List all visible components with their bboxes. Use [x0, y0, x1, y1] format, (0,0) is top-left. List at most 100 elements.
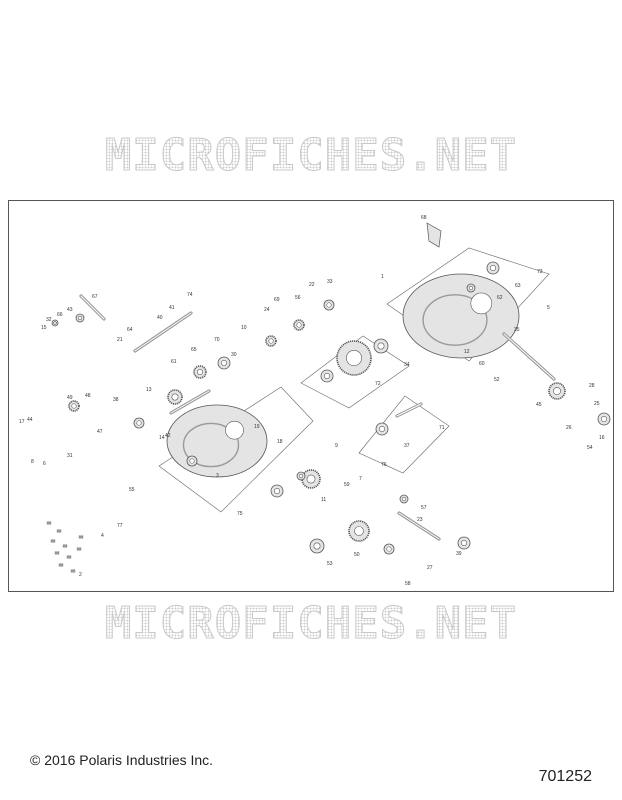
callout-62: 62: [497, 295, 503, 301]
gear-61-bore: [171, 393, 179, 401]
callout-39: 39: [456, 551, 462, 557]
gear-42-bore: [354, 526, 364, 536]
gear-65-bore: [197, 369, 204, 376]
callout-40: 40: [157, 315, 163, 321]
group-bracket-shaft-71: [358, 395, 450, 474]
washer-57-bore: [298, 473, 304, 479]
shaft-27-highlight: [398, 512, 440, 540]
callout-22: 22: [309, 282, 315, 288]
bracket-68: [426, 222, 442, 248]
housing-rear-bore: [470, 292, 493, 315]
shaft-67-highlight: [80, 295, 105, 320]
gear-72-bore: [346, 350, 362, 366]
bolt-6: [66, 555, 72, 559]
bolt-5: [54, 551, 60, 555]
bushing-66-bore: [77, 315, 83, 321]
callout-63: 63: [515, 283, 521, 289]
callout-42: 42: [165, 433, 171, 439]
bolt-4: [62, 544, 68, 548]
callout-37: 37: [404, 443, 410, 449]
ring-37-bore: [378, 426, 385, 433]
shaft-52-highlight: [503, 333, 555, 380]
callout-71: 71: [439, 425, 445, 431]
ring-35-bore: [323, 373, 330, 380]
callout-68: 68: [421, 215, 427, 221]
callout-16: 16: [599, 435, 605, 441]
callout-33: 33: [327, 279, 333, 285]
bolt-2: [56, 529, 62, 533]
gear-69-bore: [296, 322, 302, 328]
diagram-canvas: 6817363625676643321521644041743322566924…: [19, 215, 611, 587]
callout-4: 4: [101, 533, 104, 539]
callout-32: 32: [46, 317, 52, 323]
callout-41: 41: [169, 305, 175, 311]
callout-25: 25: [594, 401, 600, 407]
callout-12: 12: [464, 349, 470, 355]
copyright-text: © 2016 Polaris Industries Inc.: [30, 752, 214, 768]
callout-45: 45: [536, 402, 542, 408]
seal-62-bore: [468, 285, 474, 291]
callout-52: 52: [494, 377, 500, 383]
callout-6: 6: [43, 461, 46, 467]
housing-front-cavity: [182, 422, 240, 468]
callout-44: 44: [27, 417, 33, 423]
callout-28: 28: [589, 383, 595, 389]
callout-30: 30: [231, 352, 237, 358]
bearing-58-bore: [273, 487, 280, 494]
callout-66: 66: [57, 312, 63, 318]
bearing-53-bore: [313, 542, 321, 550]
callout-76: 76: [381, 462, 387, 468]
callout-34: 34: [404, 362, 410, 368]
callout-24: 24: [264, 307, 270, 313]
callout-9: 9: [335, 443, 338, 449]
shaft-40-highlight: [134, 312, 192, 352]
gear-45-bore: [553, 387, 561, 395]
watermark-top: MICROFICHES.NET: [0, 130, 622, 182]
callout-23: 23: [417, 517, 423, 523]
callout-60: 60: [479, 361, 485, 367]
watermark-bottom: MICROFICHES.NET: [0, 598, 622, 650]
callout-47: 47: [97, 429, 103, 435]
bolt-9: [76, 547, 82, 551]
callout-57: 57: [421, 505, 427, 511]
callout-10: 10: [241, 325, 247, 331]
drawing-number: 701252: [538, 768, 592, 785]
callout-50: 50: [354, 552, 360, 558]
ring-70-bore: [221, 360, 228, 367]
bolt-7: [58, 563, 64, 567]
callout-15: 15: [41, 325, 47, 331]
callout-31: 31: [67, 453, 73, 459]
gear-24-bore: [268, 338, 274, 344]
callout-56: 56: [295, 295, 301, 301]
callout-72: 72: [375, 381, 381, 387]
callout-5: 5: [547, 305, 550, 311]
bearing-26-bore: [600, 416, 607, 423]
callout-58: 58: [405, 581, 411, 587]
bolt-3: [50, 539, 56, 543]
callout-70: 70: [214, 337, 220, 343]
bolt-10: [78, 535, 84, 539]
parts-layer: [46, 222, 611, 573]
callout-7: 7: [359, 476, 362, 482]
callout-35: 35: [514, 327, 520, 333]
bearing-34-bore: [377, 342, 385, 350]
seal-63-bore: [489, 265, 496, 272]
callout-17: 17: [19, 419, 25, 425]
bearing-30-bore: [386, 546, 392, 552]
ring-15-bore: [53, 321, 57, 325]
callout-54: 54: [587, 445, 593, 451]
shaft-71-highlight: [396, 403, 422, 417]
bearing-38-bore: [136, 420, 142, 426]
gear-47-bore: [71, 403, 77, 409]
callout-48: 48: [85, 393, 91, 399]
callout-77: 77: [117, 523, 123, 529]
bolt-1: [46, 521, 52, 525]
callout-19: 19: [254, 424, 260, 430]
callout-53: 53: [327, 561, 333, 567]
callout-38: 38: [113, 397, 119, 403]
callout-18: 18: [277, 439, 283, 445]
seal-14-bore: [189, 458, 195, 464]
bearing-82-bore: [401, 496, 407, 502]
housing-front-bore: [225, 420, 244, 440]
